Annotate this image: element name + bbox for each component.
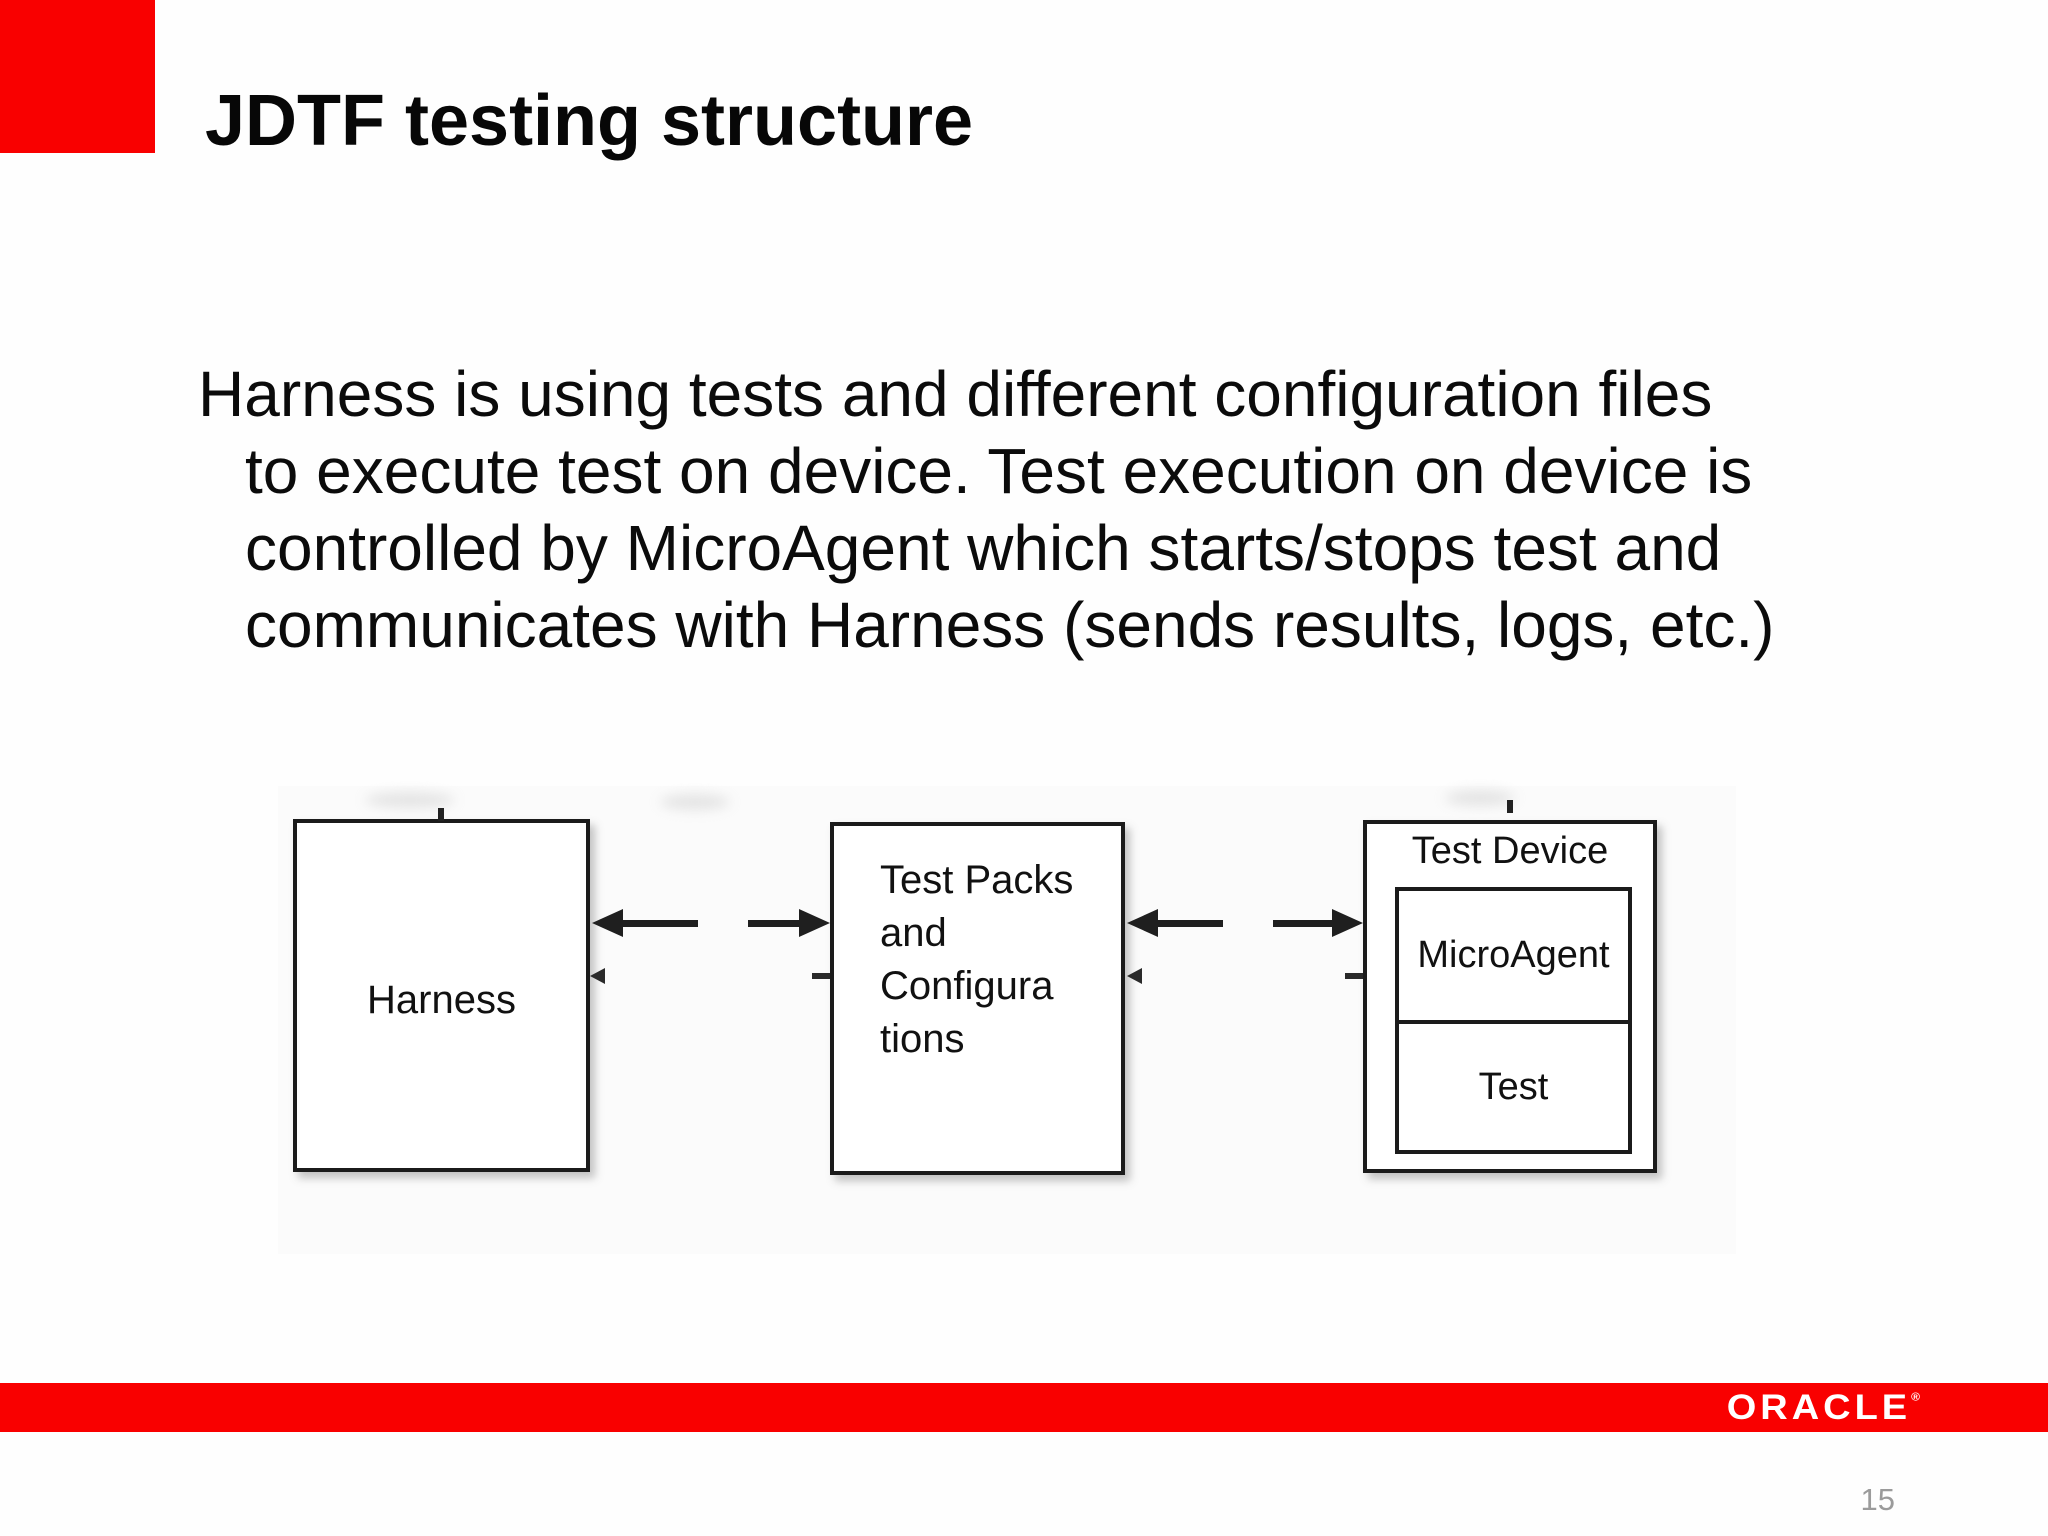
tick-artifact: [438, 808, 444, 821]
arrow-shaft: [616, 920, 698, 927]
scan-artifact: [660, 794, 730, 810]
test-packs-box: Test Packs and Configura tions: [830, 822, 1125, 1175]
brand-red-square: [0, 0, 155, 153]
test-box: Test: [1478, 1065, 1549, 1108]
harness-label: Harness: [367, 978, 516, 1022]
slide-title: JDTF testing structure: [205, 81, 974, 161]
connector-dash: [812, 973, 830, 979]
arrow-right-icon: [1332, 909, 1363, 937]
microagent-box: MicroAgent: [1399, 891, 1628, 1024]
page-number: 15: [1860, 1482, 1895, 1517]
arrow-left-icon: [592, 909, 623, 937]
arrow-left-icon: [1127, 909, 1158, 937]
test-packs-label: Test Packs and Configura tions: [880, 858, 1074, 1061]
registered-mark: ®: [1911, 1390, 1920, 1404]
footer-bar: ORACLE®: [0, 1383, 2048, 1432]
harness-box: Harness: [293, 819, 590, 1172]
arrow-right-icon: [799, 909, 830, 937]
oracle-logo: ORACLE®: [1727, 1389, 1920, 1429]
tick-artifact: [1507, 800, 1513, 813]
connector-dash: [1345, 973, 1363, 979]
test-device-label: Test Device: [1411, 830, 1609, 872]
scan-artifact: [365, 792, 455, 808]
body-paragraph: Harness is using tests and different con…: [198, 358, 1775, 661]
small-arrow-left-icon: [1127, 968, 1142, 984]
scan-artifact: [1445, 790, 1515, 806]
oracle-logo-text: ORACLE: [1726, 1388, 1912, 1428]
test-device-box: Test Device MicroAgent Test: [1363, 820, 1657, 1173]
small-arrow-left-icon: [590, 968, 605, 984]
arrow-shaft: [748, 920, 804, 927]
arrow-shaft: [1152, 920, 1223, 927]
test-device-inner-box: MicroAgent Test: [1395, 887, 1632, 1154]
arrow-shaft: [1273, 920, 1335, 927]
